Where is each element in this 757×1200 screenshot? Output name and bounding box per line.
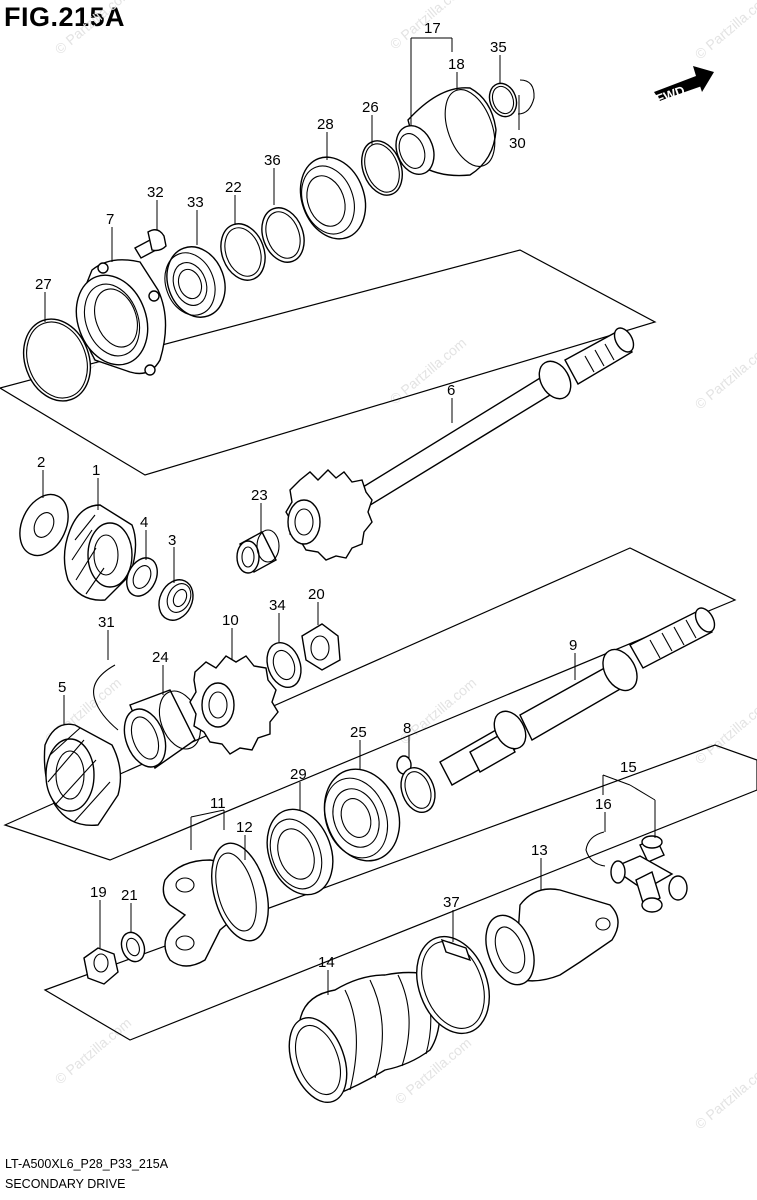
part-5-bevel-gear xyxy=(43,723,122,827)
part-32-bolt xyxy=(134,229,167,259)
callout-6: 6 xyxy=(447,382,455,399)
part-14-boot xyxy=(288,971,442,1103)
part-33-bearing xyxy=(164,246,226,318)
callout-27: 27 xyxy=(35,276,52,293)
part-37-band-clamp xyxy=(416,935,490,1035)
part-6-gear xyxy=(285,469,373,561)
callout-18: 18 xyxy=(448,56,465,73)
part-28-oil-seal xyxy=(299,156,367,240)
callout-29: 29 xyxy=(290,766,307,783)
callout-14: 14 xyxy=(318,954,335,971)
part-31-circlip xyxy=(93,664,119,731)
part-13-yoke xyxy=(485,888,619,986)
callout-13: 13 xyxy=(531,842,548,859)
callout-31: 31 xyxy=(98,614,115,631)
part-1-bevel-gear xyxy=(63,504,137,601)
part-23-needle-bearing xyxy=(236,529,280,574)
callout-35: 35 xyxy=(490,39,507,56)
part-17-18-coupling xyxy=(395,87,497,177)
callout-16: 16 xyxy=(595,796,612,813)
callout-15: 15 xyxy=(620,759,637,776)
callout-2: 2 xyxy=(37,454,45,471)
part-3-bearing xyxy=(158,579,194,621)
part-30-circlip xyxy=(517,79,535,115)
callout-9: 9 xyxy=(569,637,577,654)
callout-32: 32 xyxy=(147,184,164,201)
callout-21: 21 xyxy=(121,887,138,904)
part-2-washer xyxy=(19,493,69,557)
callout-5: 5 xyxy=(58,679,66,696)
part-25-bearing xyxy=(323,768,401,862)
callout-37: 37 xyxy=(443,894,460,911)
part-36-circlip xyxy=(261,207,305,263)
callout-4: 4 xyxy=(140,514,148,531)
callout-34: 34 xyxy=(269,597,286,614)
watermark: © Partzilla.com xyxy=(387,334,470,407)
part-34-washer xyxy=(266,642,302,688)
callout-8: 8 xyxy=(403,720,411,737)
figure-name: SECONDARY DRIVE xyxy=(5,1177,126,1191)
callouts: 1 2 3 4 5 6 7 8 9 10 11 12 13 14 15 16 1… xyxy=(35,20,637,971)
callout-25: 25 xyxy=(350,724,367,741)
callout-12: 12 xyxy=(236,819,253,836)
part-24-needle-bearing xyxy=(123,689,202,770)
fwd-label: FWD xyxy=(654,83,687,107)
callout-11: 11 xyxy=(210,795,226,812)
part-10-gear xyxy=(189,655,279,755)
callout-33: 33 xyxy=(187,194,204,211)
part-22-shim xyxy=(220,223,266,281)
callout-30: 30 xyxy=(509,135,526,152)
callout-1: 1 xyxy=(92,462,100,479)
callout-28: 28 xyxy=(317,116,334,133)
part-11-12-yoke xyxy=(162,842,269,967)
callout-7: 7 xyxy=(106,211,114,228)
callout-22: 22 xyxy=(225,179,242,196)
part-9-shaft xyxy=(439,607,716,786)
part-7-bearing-housing xyxy=(75,259,167,376)
callout-36: 36 xyxy=(264,152,281,169)
callout-23: 23 xyxy=(251,487,268,504)
watermark: © Partzilla.com xyxy=(52,0,135,57)
watermark: © Partzilla.com xyxy=(692,1059,757,1132)
part-6-shaft xyxy=(348,327,635,511)
leader-lines xyxy=(42,37,656,995)
watermark: © Partzilla.com xyxy=(52,1014,135,1087)
part-35-o-ring xyxy=(488,82,518,118)
part-27-o-ring xyxy=(22,318,92,402)
callout-19: 19 xyxy=(90,884,107,901)
callout-3: 3 xyxy=(168,532,176,549)
part-29-oil-seal xyxy=(266,808,334,896)
part-8-snap-ring xyxy=(400,767,436,813)
watermark: © Partzilla.com xyxy=(692,339,757,412)
figure-title: FIG.215A xyxy=(4,2,126,32)
callout-17: 17 xyxy=(424,20,441,37)
part-20-nut xyxy=(301,623,341,671)
part-21-washer xyxy=(120,931,146,963)
part-15-universal-joint-spider xyxy=(610,835,688,913)
callout-24: 24 xyxy=(152,649,169,666)
callout-10: 10 xyxy=(222,612,239,629)
fwd-arrow-icon: FWD xyxy=(654,66,714,107)
part-4-washer xyxy=(126,557,158,597)
callout-20: 20 xyxy=(308,586,325,603)
part-16-circlip xyxy=(585,831,606,867)
callout-26: 26 xyxy=(362,99,379,116)
figure-code: LT-A500XL6_P28_P33_215A xyxy=(5,1157,169,1171)
part-19-nut xyxy=(83,947,119,985)
watermark: © Partzilla.com xyxy=(692,0,757,62)
